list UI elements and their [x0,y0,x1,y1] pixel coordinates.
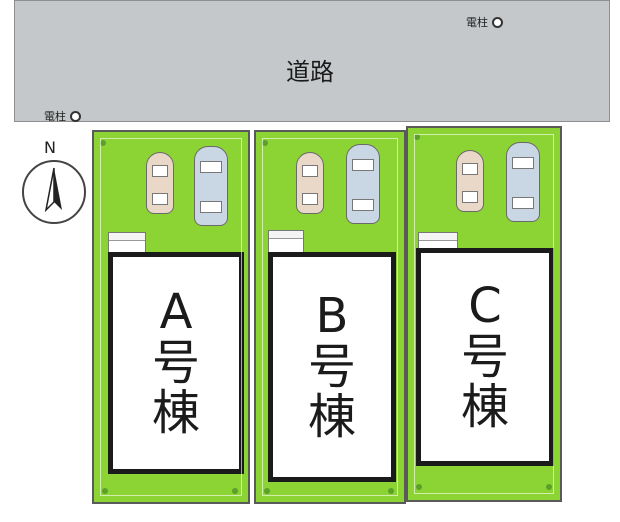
building-label: 棟 [307,389,356,446]
car-icon [194,146,228,226]
building-label: A [159,284,193,341]
building-label: 号 [307,338,356,395]
building-label: B [315,288,349,345]
car-icon [296,152,324,214]
utility-pole-icon [492,16,503,28]
lot-a: A 号 棟 [92,130,250,504]
utility-pole-top: 電柱 [466,14,503,30]
car-icon [506,142,540,222]
building-label: 号 [151,334,200,391]
road-label: 道路 [286,58,334,86]
building-label: 棟 [151,385,200,442]
utility-pole-label: 電柱 [466,16,488,29]
road [14,0,610,122]
utility-pole-icon [70,110,81,122]
compass-north-label: N [44,138,56,157]
car-icon [346,144,380,224]
utility-pole-label: 電柱 [44,110,66,123]
building-label: 号 [460,328,509,385]
lot-b: B 号 棟 [254,130,406,504]
building-label: 棟 [460,379,509,436]
utility-pole-left: 電柱 [44,108,81,124]
building-label: C [468,278,502,335]
compass-icon [22,160,86,224]
building-b: B 号 棟 [268,252,396,482]
car-icon [146,152,174,214]
car-icon [456,150,484,212]
building-a: A 号 棟 [108,252,244,474]
building-c: C 号 棟 [416,248,554,466]
lot-c: C 号 棟 [406,126,562,502]
